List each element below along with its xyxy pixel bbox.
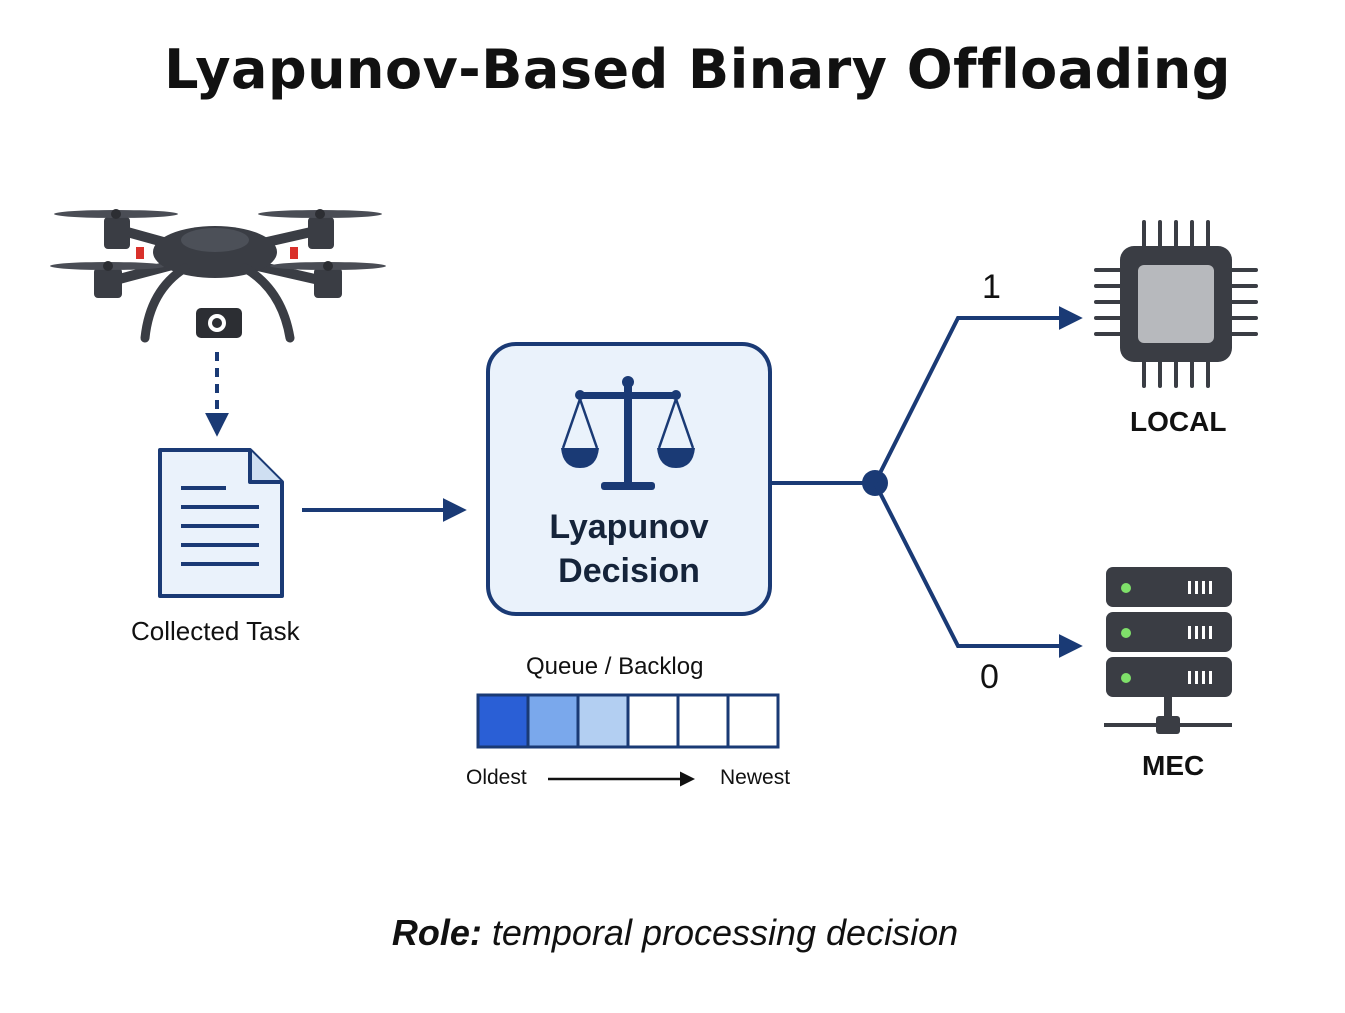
document-icon xyxy=(158,448,284,598)
server-icon xyxy=(1104,567,1232,734)
queue-cell xyxy=(576,693,630,749)
drone-icon xyxy=(50,209,386,343)
queue-oldest-label: Oldest xyxy=(466,766,527,789)
mec-branch-arrow xyxy=(873,482,1083,658)
queue-cell xyxy=(476,693,530,749)
role-text: temporal processing decision xyxy=(491,912,959,953)
page-title: Lyapunov-Based Binary Offloading xyxy=(164,38,1231,101)
decision-label: Lyapunov Decision xyxy=(488,505,770,593)
queue-newest-label: Newest xyxy=(720,766,791,789)
queue-cell xyxy=(676,693,730,749)
decision-label-line2: Decision xyxy=(558,552,700,590)
queue-bar xyxy=(476,693,780,749)
task-label: Collected Task xyxy=(131,616,300,646)
queue-label: Queue / Backlog xyxy=(526,653,704,680)
queue-cell xyxy=(726,693,780,749)
local-branch-value: 1 xyxy=(982,268,1001,306)
scales-icon xyxy=(561,376,695,490)
role-prefix: Role: xyxy=(391,912,482,953)
queue-cell xyxy=(626,693,680,749)
mec-label: MEC xyxy=(1142,750,1205,781)
local-branch-arrow xyxy=(873,306,1083,484)
mec-branch-value: 0 xyxy=(980,658,999,696)
chip-icon xyxy=(1094,220,1258,388)
role-caption: Role: temporal processing decision xyxy=(0,912,1345,954)
queue-frame xyxy=(476,693,780,749)
local-label: LOCAL xyxy=(1130,406,1227,437)
queue-cell xyxy=(526,693,580,749)
decision-label-line1: Lyapunov xyxy=(549,508,709,546)
